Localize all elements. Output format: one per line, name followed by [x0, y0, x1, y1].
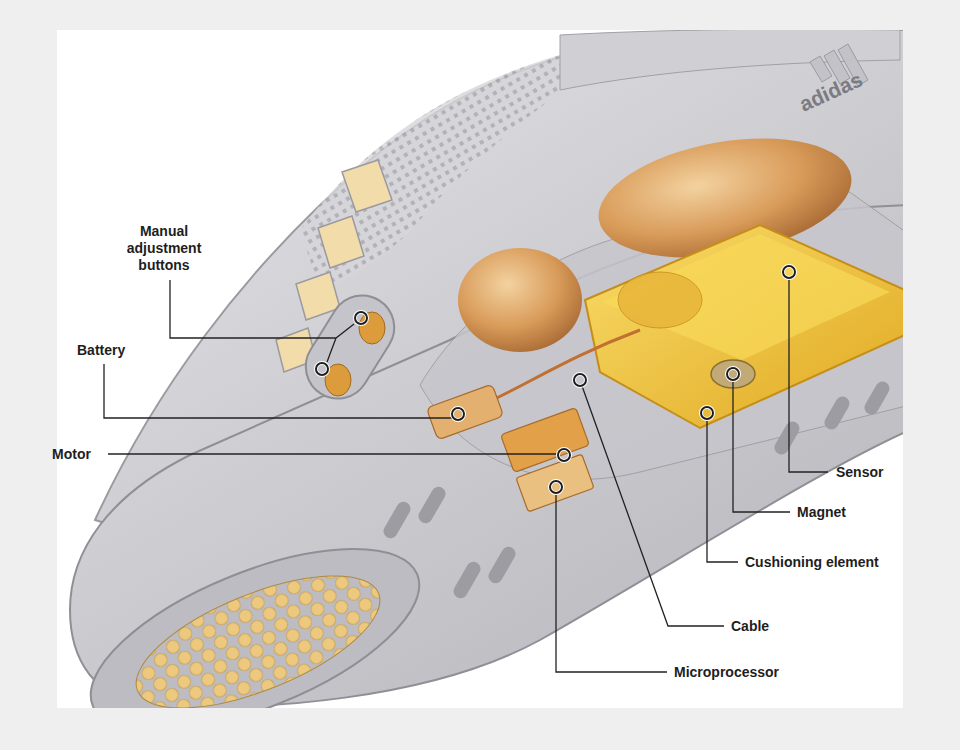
shoe: [67, 30, 903, 708]
callout-rings: [316, 266, 795, 493]
part-label: Motor: [52, 445, 122, 463]
forefoot-sole: [67, 511, 442, 708]
plate-top: [602, 234, 890, 360]
button-pod: [294, 283, 407, 410]
label-holder: Sensor: [836, 463, 900, 481]
part-label: Microprocessor: [674, 663, 814, 681]
part-label: Manual adjustment buttons: [114, 223, 214, 274]
part-label: Cushioning element: [745, 553, 901, 571]
part-label: Cable: [731, 617, 811, 635]
label-holder: Cushioning element: [745, 553, 901, 571]
label-holder: Magnet: [797, 503, 887, 521]
electronics: [426, 384, 594, 512]
leader-lines: [104, 278, 828, 672]
label-holder: Motor: [52, 445, 122, 463]
part-label: Sensor: [836, 463, 900, 481]
part-label: Battery: [77, 341, 157, 359]
label-holder: Cable: [731, 617, 811, 635]
brand-text: adidas: [785, 63, 877, 122]
label-holder: adidas: [785, 63, 877, 122]
mid-foam: [458, 248, 582, 352]
cylinder: [618, 272, 702, 328]
sole-pods: [119, 549, 396, 708]
label-holder: Microprocessor: [674, 663, 814, 681]
label-holder: Manual adjustment buttons: [114, 223, 214, 274]
label-holder: Battery: [77, 341, 157, 359]
cushioning-plate: [585, 225, 903, 428]
part-label: Magnet: [797, 503, 887, 521]
